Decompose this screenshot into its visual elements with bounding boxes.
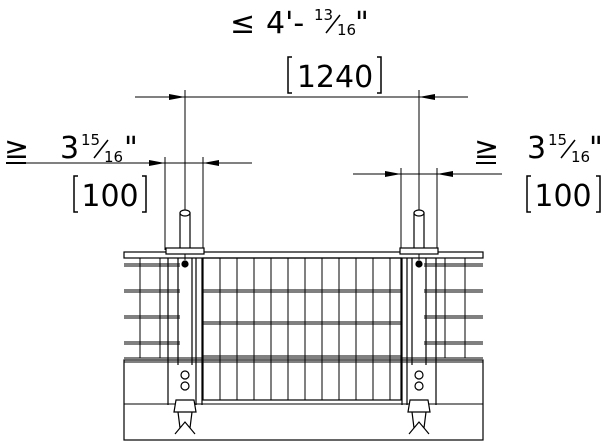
- right-dim-inch-mark: ": [589, 131, 603, 166]
- top-dim-frac-num: 13: [314, 6, 333, 24]
- top-dim-frac-bar: [325, 14, 341, 34]
- right-dimension: ≥ 3 15 16 " 100: [353, 131, 603, 214]
- right-dim-symbol: ≥: [474, 131, 499, 166]
- mesh-horizontals: [203, 289, 401, 361]
- left-dim-frac-den: 16: [104, 148, 123, 166]
- top-dim-inch-mark: ": [355, 6, 369, 41]
- top-dim-feet: 4'-: [266, 6, 304, 41]
- outer-horizontal-bars: [124, 258, 483, 358]
- left-dimension: ≥ 3 15 16 " 100: [4, 131, 252, 214]
- right-dim-frac-num: 15: [548, 131, 567, 149]
- left-dim-inch-mark: ": [124, 131, 138, 166]
- mesh-panel: [202, 257, 402, 401]
- railing-structure: [123, 209, 484, 441]
- top-metric-bracket-right: [377, 56, 382, 94]
- right-dim-frac-den: 16: [571, 148, 590, 166]
- left-metric-bracket-left: [73, 175, 78, 213]
- left-post: [165, 209, 205, 435]
- right-dim-frac-bar: [560, 139, 576, 159]
- left-dim-symbol: ≥: [4, 131, 29, 166]
- left-dim-frac-bar: [93, 139, 109, 159]
- mesh-verticals: [219, 258, 391, 400]
- top-dim-symbol: ≤: [230, 6, 255, 41]
- right-dim-whole: 3: [527, 131, 546, 166]
- left-metric-bracket-right: [142, 175, 147, 213]
- left-dim-metric: 100: [81, 179, 138, 214]
- right-post: [399, 209, 439, 435]
- left-dim-whole: 3: [60, 131, 79, 166]
- right-dim-metric: 100: [534, 179, 591, 214]
- top-dimension: ≤ 4'- 13 16 " 1240: [135, 6, 468, 100]
- left-dim-frac-num: 15: [81, 131, 100, 149]
- top-dim-metric: 1240: [297, 60, 373, 95]
- extension-lines: [164, 90, 438, 260]
- top-dim-frac-den: 16: [337, 21, 356, 39]
- right-metric-bracket-left: [526, 175, 531, 213]
- top-metric-bracket-left: [287, 56, 292, 94]
- right-metric-bracket-right: [596, 175, 601, 213]
